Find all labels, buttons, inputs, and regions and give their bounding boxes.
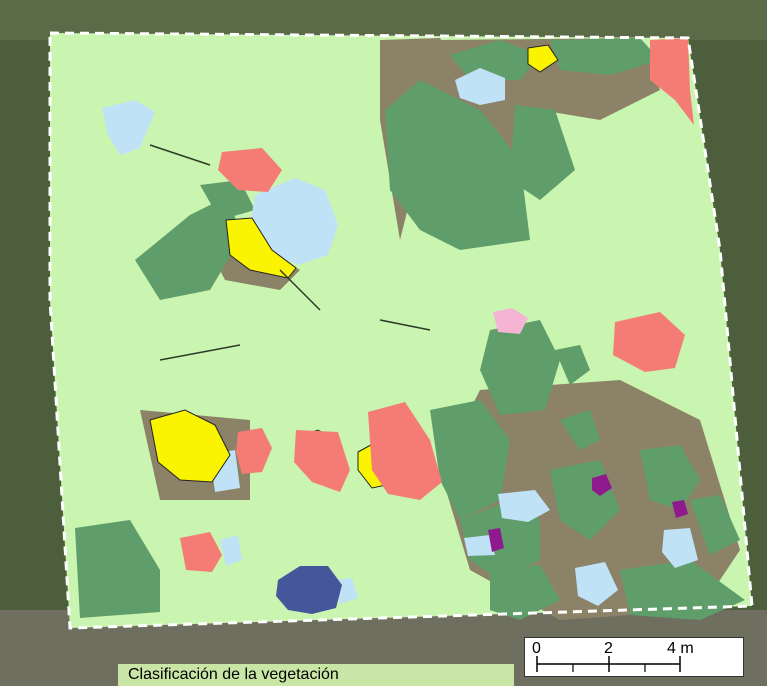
scale-bar: 0 2 4 m: [524, 637, 744, 677]
tree-canopy: [455, 68, 505, 105]
salmon-patch: [180, 532, 222, 572]
salmon-patch: [368, 402, 442, 500]
shrub-patch: [690, 495, 740, 555]
shrub-patch: [510, 105, 575, 200]
purple-patch: [672, 500, 688, 518]
shrub-patch: [450, 40, 540, 80]
scale-label-4m: 4 m: [667, 640, 694, 657]
scale-label-0: 0: [532, 640, 541, 657]
salmon-patch: [294, 430, 350, 492]
pink-patch: [493, 308, 528, 334]
shrub-patch: [480, 320, 560, 415]
shrub-patch: [550, 38, 660, 75]
crack-line: [279, 269, 321, 311]
shrub-patch: [430, 400, 510, 520]
tree-canopy: [498, 490, 550, 522]
shrub-patch: [620, 560, 745, 620]
navy-patch: [276, 566, 342, 614]
salmon-patch: [650, 38, 694, 125]
shrub-patch: [385, 80, 530, 250]
scale-bar-graphic: [536, 656, 681, 672]
shrub-patch: [555, 345, 590, 385]
tree-canopy: [250, 178, 338, 265]
crack-line: [159, 344, 241, 361]
shrub-patch: [135, 195, 240, 300]
yellow-patch: [225, 217, 297, 279]
yellow-patch: [527, 44, 559, 73]
salmon-patch: [236, 428, 272, 474]
scale-label-2: 2: [604, 640, 613, 657]
shrub-patch: [490, 565, 560, 620]
map-caption: Clasificación de la vegetación: [118, 664, 514, 686]
shrub-patch: [560, 410, 600, 450]
salmon-patch: [218, 148, 282, 192]
shrub-patch: [640, 445, 700, 510]
tree-canopy: [220, 535, 242, 566]
purple-patch: [592, 474, 612, 496]
crack-line: [149, 144, 211, 166]
crack-line: [379, 319, 431, 331]
caption-text: Clasificación de la vegetación: [128, 666, 339, 683]
yellow-patch: [149, 409, 231, 483]
tree-canopy: [575, 562, 618, 606]
tree-canopy: [102, 100, 155, 155]
tree-canopy: [464, 535, 495, 556]
purple-patch: [488, 528, 504, 552]
plot-boundary: [48, 31, 754, 630]
shrub-patch: [75, 520, 160, 618]
tree-canopy: [662, 528, 698, 568]
salmon-patch: [613, 312, 685, 372]
